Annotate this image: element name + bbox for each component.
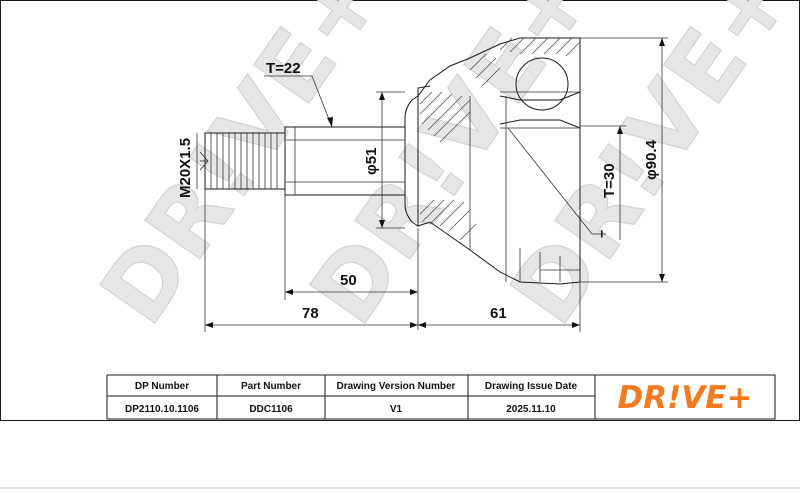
- value-issue-date: 2025.11.10: [506, 404, 556, 415]
- label-thread-length: T=22: [266, 60, 301, 77]
- label-length-50: 50: [340, 272, 357, 289]
- header-part-number: Part Number: [241, 381, 301, 392]
- header-dp-number: DP Number: [135, 381, 189, 392]
- dimension-lines: [196, 37, 668, 332]
- brand-logo: DR!VE+: [618, 380, 753, 416]
- spline-shaft: [284, 126, 406, 196]
- header-version: Drawing Version Number: [337, 381, 456, 392]
- header-issue-date: Drawing Issue Date: [485, 381, 578, 392]
- bell-housing: [417, 37, 581, 285]
- value-version: V1: [390, 404, 403, 415]
- label-abs-ring: –: [593, 230, 610, 238]
- label-inner-spline: T=30: [601, 163, 618, 198]
- label-length-78: 78: [302, 305, 319, 322]
- title-block: [106, 374, 776, 420]
- label-shaft-diameter: φ51: [363, 148, 380, 175]
- value-dp-number: DP2110.10.1106: [125, 404, 199, 415]
- shaft-collar: [404, 85, 431, 227]
- inner-race: [499, 91, 581, 129]
- cv-joint-outline: [199, 37, 581, 285]
- ball: [515, 57, 569, 111]
- label-outer-diameter: φ90.4: [643, 139, 660, 180]
- label-thread: M20X1.5: [177, 138, 194, 198]
- value-part-number: DDC1106: [249, 404, 293, 415]
- label-length-61: 61: [490, 305, 507, 322]
- hatching: [419, 37, 581, 241]
- thread-lines: [210, 133, 278, 189]
